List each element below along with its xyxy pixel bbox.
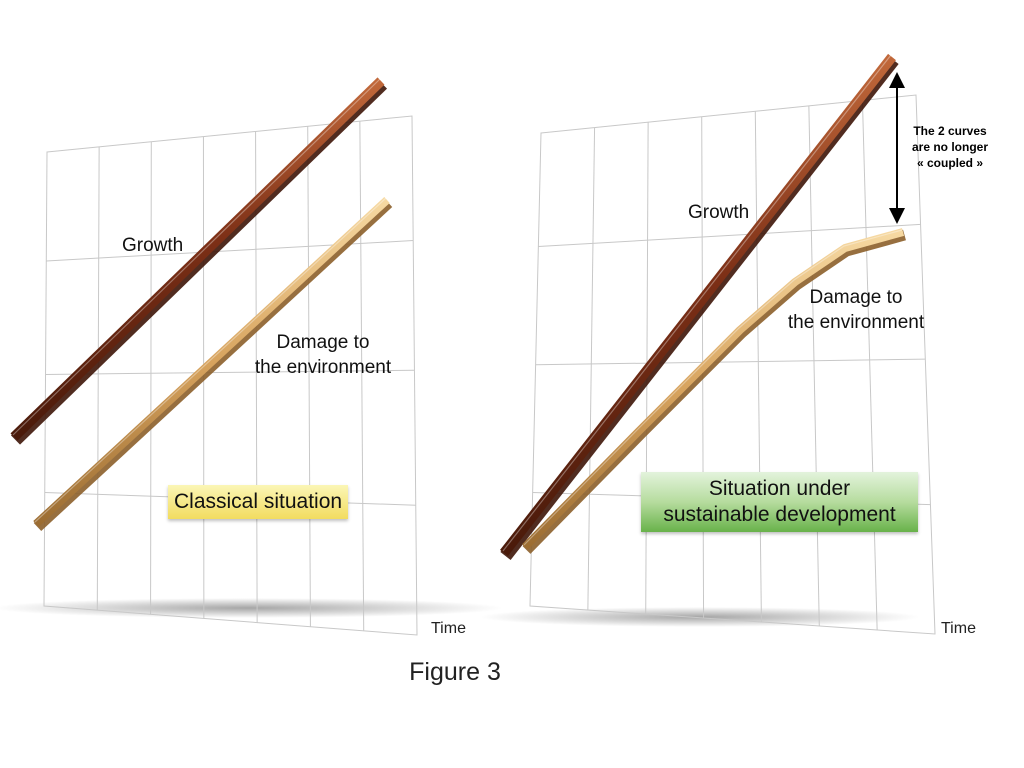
- right-damage-label: Damage to the environment: [778, 285, 934, 335]
- right-growth-label: Growth: [688, 202, 750, 223]
- right-grid-hline: [535, 358, 926, 366]
- right-time-axis-label: Time: [941, 620, 976, 637]
- left-grid-vline: [359, 121, 365, 631]
- annotation-line1: The 2 curves: [913, 124, 987, 138]
- annotation-line3: « coupled »: [916, 156, 984, 170]
- left-growth-curve: [10, 77, 385, 441]
- right-panel: [480, 53, 936, 635]
- right-damage-curve: [522, 228, 905, 550]
- right-floor-shadow: [480, 607, 920, 627]
- right-growth-curve: [500, 53, 896, 557]
- right-curves: [500, 53, 906, 561]
- left-time-axis-label: Time: [431, 620, 466, 637]
- right-grid-hline: [538, 223, 921, 248]
- right-damage-curve-highlight: [523, 229, 903, 546]
- right-growth-curve-highlight: [502, 54, 892, 552]
- classical-situation-text: Classical situation: [174, 490, 343, 513]
- left-damage-curve: [33, 197, 390, 527]
- left-damage-label: Damage to the environment: [245, 330, 401, 380]
- right-grid-vline: [861, 100, 878, 631]
- right-damage-label-line2: the environment: [787, 312, 925, 333]
- right-grid: [529, 94, 936, 635]
- right-grid-vline: [587, 127, 596, 611]
- classical-situation-badge: Classical situation: [168, 485, 349, 519]
- left-floor-shadow: [0, 598, 503, 618]
- left-grid-vline: [307, 126, 311, 627]
- decoupling-annotation: The 2 curves are no longer « coupled »: [900, 123, 1000, 171]
- sustainable-situation-text-line2: sustainable development: [663, 503, 896, 526]
- left-grid-hline: [45, 369, 415, 375]
- right-damage-label-line1: Damage to: [809, 287, 903, 308]
- left-growth-label: Growth: [122, 235, 184, 256]
- left-grid-border: [43, 115, 418, 636]
- left-grid-vline: [96, 146, 100, 611]
- right-grid-border: [529, 94, 936, 635]
- left-curves: [10, 77, 393, 532]
- right-grid-vline: [754, 111, 762, 623]
- left-damage-label-line2: the environment: [254, 357, 392, 378]
- left-damage-curve-highlight: [34, 197, 387, 523]
- left-grid-vline: [150, 141, 152, 615]
- annotation-line2: are no longer: [911, 140, 988, 154]
- sustainable-situation-text-line1: Situation under: [708, 477, 851, 500]
- right-grid-vline: [808, 105, 820, 627]
- left-growth-curve-highlight: [12, 78, 381, 436]
- sustainable-situation-badge: Situation under sustainable development: [641, 472, 918, 532]
- left-grid-hline: [46, 240, 414, 262]
- figure-caption: Figure 3: [409, 658, 501, 686]
- left-damage-label-line1: Damage to: [276, 332, 370, 353]
